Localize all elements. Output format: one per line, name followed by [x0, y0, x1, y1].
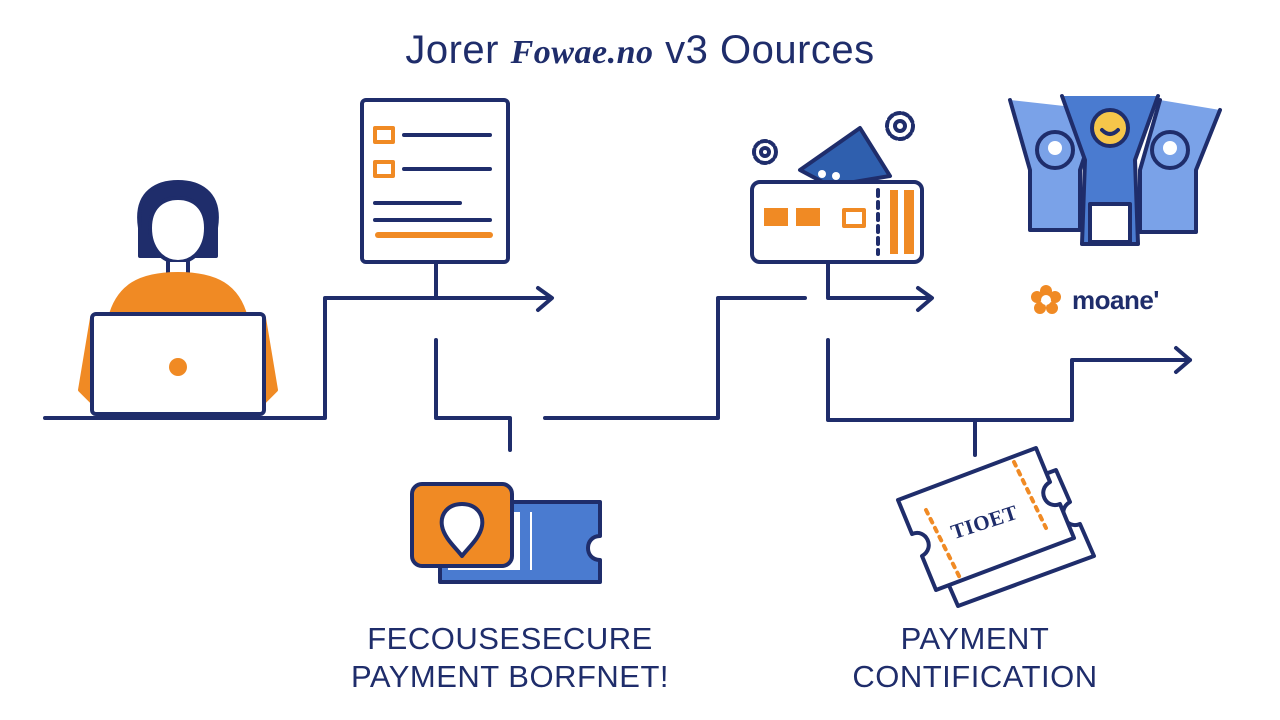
connector-form-to-next: [434, 260, 550, 300]
title-mid: Fowae.no: [510, 34, 654, 71]
user-laptop-icon: [78, 180, 278, 416]
form-document-icon: [360, 98, 510, 264]
celebrating-group-icon: [1008, 94, 1222, 246]
secure-payment-label: FECOUSESECURE PAYMENT BORFNET!: [340, 620, 680, 696]
payment-confirmation-label: PAYMENT CONTIFICATION: [810, 620, 1140, 696]
connector-user-to-form: [43, 296, 438, 420]
flower-icon: [1031, 285, 1061, 314]
wallet-icon: [750, 126, 924, 264]
arrow-head-3: [1174, 346, 1192, 374]
connector-payment-to-wallet: [543, 296, 807, 420]
connector-to-confirmation: [826, 338, 1192, 422]
secure-payment-label-line2: PAYMENT BORFNET!: [350, 659, 670, 694]
ticket-icon: [896, 446, 1096, 608]
flow-connectors: [43, 260, 1192, 457]
brand-badge: moane': [1030, 282, 1159, 318]
payment-confirmation-label-line2: CONTIFICATION: [852, 659, 1098, 694]
secure-payment-card-icon: [410, 482, 602, 584]
secure-payment-label-line1: FECOUSESECURE: [367, 621, 653, 656]
page-title: Jorer Fowae.no v3 Oources: [0, 28, 1280, 73]
arrow-head-2: [916, 286, 934, 312]
title-start: Jorer: [405, 28, 499, 72]
connector-form-to-payment: [434, 338, 512, 452]
brand-name: moane': [1072, 284, 1159, 315]
arrow-head-1: [536, 286, 554, 312]
payment-confirmation-label-line1: PAYMENT: [900, 621, 1050, 656]
title-end: v3 Oources: [665, 28, 875, 72]
connector-wallet-to-next: [826, 260, 932, 300]
gear-icon: [752, 139, 778, 165]
gear-icon: [885, 111, 915, 141]
